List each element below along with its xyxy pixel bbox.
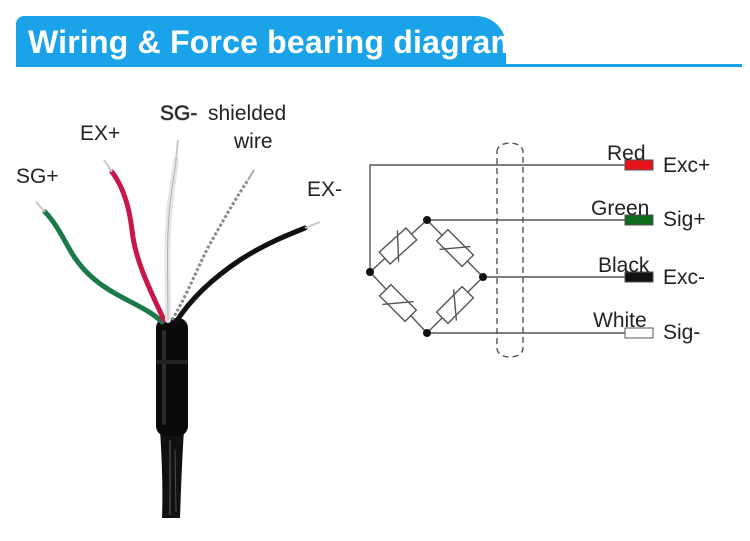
cable-jacket-lower [160,430,184,518]
wire-sg-plus-green [42,209,165,325]
wire-ex-plus-red [109,169,167,323]
wire-ex-minus-black [173,225,308,325]
label-sg-minus: SG- [160,102,197,125]
label-wire: wire [233,130,273,153]
label-sg-plus: SG+ [16,165,59,188]
strain-gauge-2 [435,228,475,268]
heat-shrink-sleeve [156,318,188,436]
wire-shield-bare [170,179,250,321]
bridge-schematic [369,142,625,358]
strain-gauge-4 [378,283,418,323]
strain-gauge-3 [435,285,475,325]
swatch-red [624,159,654,171]
header-tab [16,16,506,66]
terminal-exc-minus: Exc- [663,266,705,289]
wire-sg-minus-white [164,157,179,323]
wire-name-red: Red [607,142,646,165]
lead-exc-plus [369,164,625,272]
wire-name-green: Green [591,197,649,220]
terminal-sig-plus: Sig+ [663,208,706,231]
label-shielded: shielded [208,102,286,125]
swatch-white [624,327,654,339]
wire-name-black: Black [598,254,650,277]
cable-illustration [35,139,321,518]
swatch-green [624,214,654,226]
page-title: Wiring & Force bearing diagram [28,24,520,60]
cable-shield-outline [496,142,524,358]
label-ex-plus: EX+ [80,122,120,145]
bridge-nodes [366,216,487,337]
header-rule [16,64,742,67]
wire-name-white: White [593,309,647,332]
strain-gauge-1 [378,227,418,265]
terminal-sig-minus: Sig- [663,321,700,344]
swatch-black [624,271,654,283]
label-ex-minus: EX- [307,178,342,201]
terminal-exc-plus: Exc+ [663,154,710,177]
